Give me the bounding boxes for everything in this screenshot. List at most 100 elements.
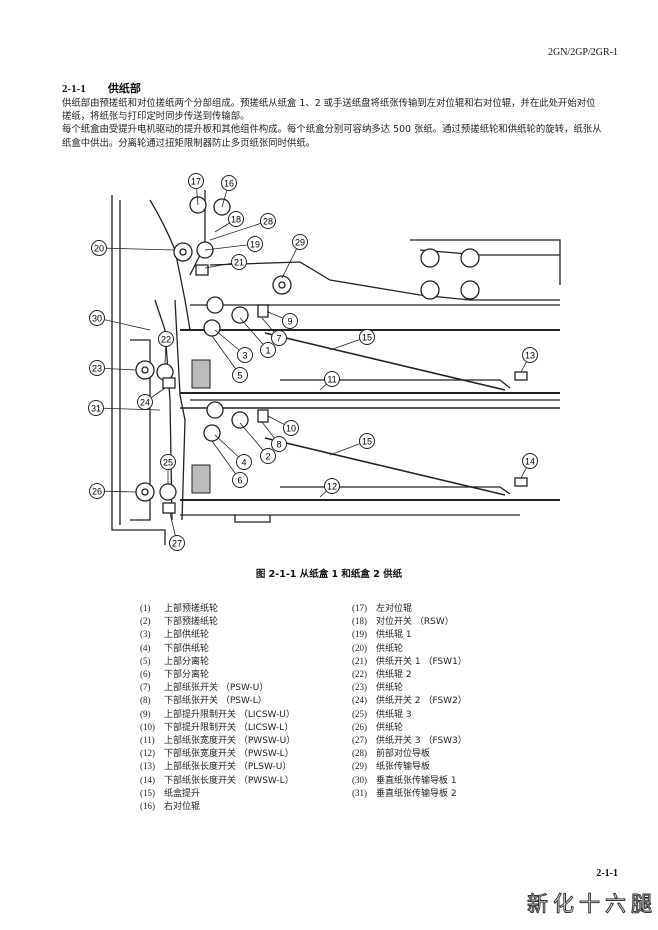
- callout-number: 31: [91, 403, 101, 413]
- callout-circle: [232, 472, 248, 488]
- legend-number: (10): [140, 721, 155, 732]
- callout-number: 4: [241, 457, 246, 467]
- leader-line: [211, 335, 241, 376]
- legend-label: 上部分离轮: [164, 656, 210, 667]
- legend-item: (5)上部分离轮: [140, 655, 295, 668]
- callout-circle: [88, 400, 104, 416]
- legend-number: (17): [352, 603, 367, 613]
- legend-number: (6): [140, 669, 151, 680]
- callout-number: 26: [92, 486, 102, 496]
- legend-number: (9): [140, 708, 151, 719]
- legend-item: (13)上部纸张长度开关 （PLSW-U）: [140, 760, 295, 773]
- callout-number: 10: [286, 423, 296, 433]
- legend-label: 垂直纸张传输导板 2: [376, 788, 457, 799]
- legend-label: 供纸辊 2: [376, 670, 412, 681]
- legend-number: (29): [352, 761, 367, 772]
- legend-label: 上部提升限制开关 （LICSW-U）: [164, 709, 295, 720]
- legend-number: (26): [352, 721, 367, 732]
- legend-number: (4): [140, 642, 151, 653]
- legend-item: (26) 供纸轮: [352, 721, 467, 734]
- callout-number: 27: [172, 538, 182, 548]
- callout-circle: [292, 234, 308, 250]
- legend-label: 下部纸张长度开关 （PWSW-L）: [164, 775, 294, 786]
- legend-label: 下部纸张开关 （PSW-L）: [164, 696, 267, 707]
- leader-line: [209, 220, 269, 241]
- callout-circle: [271, 330, 287, 346]
- leader-line: [98, 247, 176, 251]
- legend-label: 对位开关 （RSW）: [376, 617, 454, 628]
- legend-item: (15)纸盒提升: [140, 787, 295, 800]
- callout-circle: [89, 483, 105, 499]
- legend-right: (17)左对位辊(18)对位开关 （RSW）(19)供纸辊 1(20)供纸轮(2…: [352, 602, 467, 800]
- callout-circle: [271, 436, 287, 452]
- legend-label: 供纸开关 2 （FSW2）: [376, 696, 467, 707]
- legend-label: 供纸轮: [376, 722, 404, 733]
- legend-label: 下部预搓纸轮: [164, 617, 219, 628]
- legend-number: (16): [140, 801, 155, 812]
- legend-number: (15): [140, 787, 155, 798]
- legend-number: (11): [140, 735, 155, 746]
- legend-label: 左对位辊: [376, 604, 413, 614]
- legend-number: (12): [140, 748, 155, 759]
- legend-label: 供纸辊 3: [376, 709, 412, 720]
- legend-label: 下部提升限制开关 （LICSW-L）: [164, 722, 294, 733]
- legend-item: (6) 下部分离轮: [140, 668, 295, 681]
- legend-item: (1)上部预搓纸轮: [140, 602, 295, 615]
- callout-circle: [89, 310, 105, 326]
- callout-number: 6: [237, 475, 242, 485]
- legend-label: 供纸辊 1: [376, 630, 412, 641]
- legend-number: (24): [352, 695, 367, 706]
- legend-number: (2): [140, 616, 151, 627]
- legend-number: (14): [140, 774, 155, 785]
- legend-item: (10) 下部提升限制开关 （LICSW-L）: [140, 721, 295, 734]
- legend-item: (29) 纸张传输导板: [352, 760, 467, 773]
- callout-number: 13: [525, 350, 535, 360]
- legend-label: 上部纸张宽度开关 （PWSW-U）: [164, 736, 296, 747]
- callout-circle: [522, 453, 538, 469]
- legend-label: 供纸开关 3 （FSW3）: [376, 736, 467, 747]
- legend-item: (4)下部供纸轮: [140, 642, 295, 655]
- callout-circle: [91, 240, 107, 256]
- legend-label: 上部供纸轮: [164, 630, 210, 641]
- legend-number: (23): [352, 682, 367, 693]
- paragraph: 每个纸盒由受提升电机驱动的提升板和其他组件构成。每个纸盒分别可容纳多达 500 …: [62, 124, 602, 149]
- legend-label: 供纸开关 1 （FSW1）: [376, 656, 467, 667]
- legend-item: (8) 下部纸张开关 （PSW-L）: [140, 694, 295, 707]
- legend-label: 供纸轮: [376, 683, 404, 694]
- legend-label: 供纸轮: [376, 643, 404, 654]
- legend-label: 下部分离轮: [164, 670, 210, 681]
- callout-circle: [231, 254, 247, 270]
- legend-number: (3): [140, 629, 151, 640]
- legend-label: 前部对位导板: [376, 749, 431, 760]
- callout-number: 3: [242, 350, 247, 360]
- section-title: 供纸部: [107, 82, 141, 95]
- callout-number: 7: [276, 333, 281, 343]
- legend-left: (1)上部预搓纸轮(2) 下部预搓纸轮 (3) 上部供纸轮(4)下部供纸轮(5)上部分…: [140, 602, 295, 813]
- legend-number: (1): [140, 603, 151, 613]
- callout-circle: [283, 420, 299, 436]
- callout-circle: [188, 173, 204, 189]
- legend-item: (27)供纸开关 3 （FSW3）: [352, 734, 467, 747]
- legend-label: 纸张传输导板: [376, 762, 431, 773]
- callout-circle: [324, 478, 340, 494]
- leader-line: [204, 243, 256, 251]
- section-number: 2-1-1: [62, 83, 86, 95]
- callout-number: 28: [263, 216, 273, 226]
- legend-number: (18): [352, 616, 367, 627]
- callout-number: 30: [92, 313, 102, 323]
- callout-circle: [282, 313, 298, 329]
- legend-number: (8): [140, 695, 151, 706]
- callout-circle: [169, 535, 185, 551]
- callout-number: 5: [237, 370, 242, 380]
- callout-circle: [260, 342, 276, 358]
- callout-circle: [232, 367, 248, 383]
- callout-circle: [247, 236, 263, 252]
- legend-label: 下部纸张宽度开关 （PWSW-L）: [164, 749, 294, 760]
- legend-item: (9) 上部提升限制开关 （LICSW-U）: [140, 708, 295, 721]
- legend-item: (31) 垂直纸张传输导板 2: [352, 787, 467, 800]
- callout-number: 25: [163, 457, 173, 467]
- callout-number: 29: [295, 237, 305, 247]
- legend-number: (31): [352, 787, 367, 798]
